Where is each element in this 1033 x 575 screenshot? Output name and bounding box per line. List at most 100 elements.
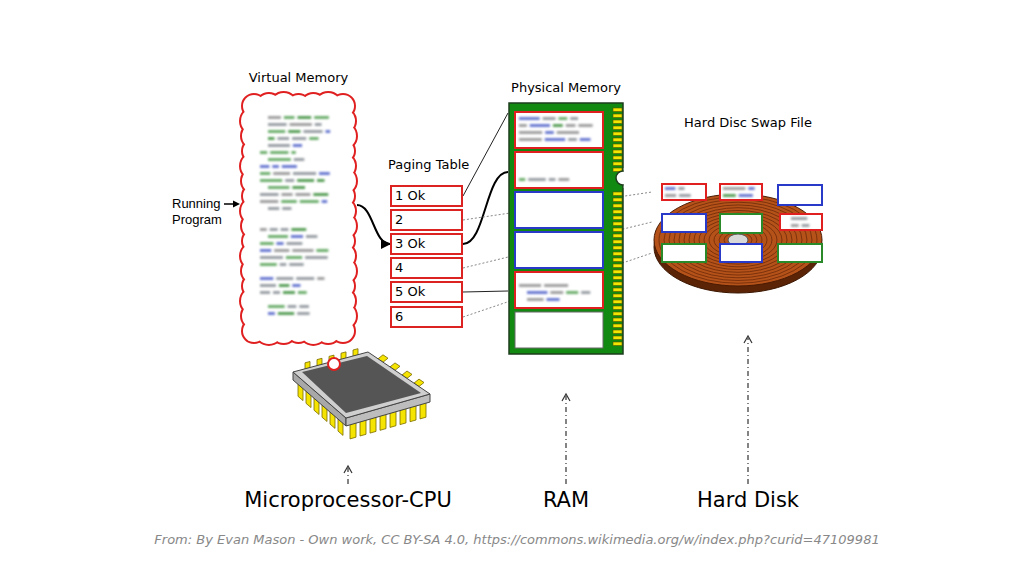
code-stroke (578, 124, 592, 127)
ram-module-shape (508, 102, 624, 355)
ram-contact (613, 336, 622, 340)
ram-contact (613, 150, 622, 154)
code-stroke (303, 130, 322, 133)
code-stroke (678, 187, 684, 190)
code-stroke (290, 123, 312, 126)
code-stroke (268, 186, 289, 189)
code-stroke (260, 242, 273, 245)
code-stroke (545, 138, 565, 141)
swap-page (720, 244, 762, 262)
ram-contact (613, 198, 622, 202)
swap-page (662, 184, 706, 200)
code-stroke (260, 200, 278, 203)
code-stroke (291, 235, 303, 238)
ram-contact (613, 288, 622, 292)
code-stroke (281, 228, 289, 231)
ram-contact (613, 162, 622, 166)
code-stroke (791, 224, 799, 227)
code-stroke (802, 224, 810, 227)
page-table-entry: 2 (390, 209, 463, 231)
code-stroke (581, 291, 590, 294)
ram-contact (613, 276, 622, 280)
code-stroke (298, 291, 307, 294)
code-stroke (296, 277, 314, 280)
code-stroke (260, 172, 270, 175)
chip-top (293, 352, 430, 418)
code-stroke (519, 117, 540, 120)
code-stroke (558, 178, 569, 181)
virtual-memory-cloud-shape (240, 92, 357, 345)
code-stroke (268, 116, 281, 119)
code-stroke (519, 138, 542, 141)
code-stroke (283, 291, 295, 294)
ram-contact (613, 318, 622, 322)
ram-contact (613, 114, 622, 118)
blurred-code (723, 187, 755, 197)
code-stroke (282, 165, 297, 168)
ram-contact (613, 282, 622, 286)
code-stroke (268, 305, 285, 308)
code-stroke (293, 144, 302, 147)
ram-contact (613, 300, 622, 304)
node-heading: Virtual Memory (249, 70, 348, 86)
code-stroke (530, 124, 550, 127)
code-stroke (285, 179, 294, 182)
code-stroke (547, 298, 560, 301)
memory-frame (515, 312, 603, 348)
program-label: Running Program (172, 196, 234, 228)
code-stroke (519, 178, 525, 181)
code-stroke (306, 235, 317, 238)
code-stroke (739, 194, 753, 197)
entry-label: 5 Ok (392, 283, 428, 301)
virtual-memory-cloud: Virtual Memory (240, 92, 357, 345)
code-stroke (566, 124, 576, 127)
leader-line (347, 468, 348, 484)
swap-page (780, 214, 822, 230)
code-stroke (519, 124, 527, 127)
disk-platter (654, 194, 822, 286)
code-stroke (270, 151, 288, 154)
code-stroke (723, 187, 745, 190)
table-heading: Paging Table (388, 157, 469, 173)
code-stroke (260, 277, 273, 280)
code-stroke (260, 228, 267, 231)
code-stroke (288, 305, 297, 308)
code-stroke (294, 158, 305, 161)
swap-page (778, 185, 822, 205)
blurred-code (519, 117, 593, 141)
swap-page (662, 214, 706, 232)
code-stroke (260, 165, 269, 168)
code-stroke (570, 117, 578, 120)
ram-contact (613, 108, 622, 112)
memory-frame (515, 272, 603, 308)
code-stroke (519, 284, 541, 287)
leader-line (565, 396, 566, 484)
blurred-code (791, 217, 809, 227)
ram-contact (613, 144, 622, 148)
ram-board (509, 103, 623, 354)
code-stroke (315, 123, 322, 126)
code-stroke (313, 193, 328, 196)
code-stroke (281, 193, 292, 196)
cloud-fill (241, 93, 356, 344)
code-stroke (665, 194, 676, 197)
entry-label: 6 (392, 308, 406, 326)
code-stroke (260, 256, 283, 259)
connector (463, 172, 508, 244)
ram-module: Physical Memory (508, 102, 624, 355)
code-stroke (322, 200, 327, 203)
code-stroke (268, 130, 285, 133)
ram-notch-mask (624, 168, 633, 188)
connector (463, 113, 508, 196)
code-stroke (316, 249, 328, 252)
code-stroke (527, 291, 547, 294)
code-stroke (276, 277, 293, 280)
swap-page (720, 184, 762, 200)
code-stroke (260, 291, 270, 294)
ram-contact (613, 222, 622, 226)
code-stroke (305, 256, 328, 259)
ram-contact (613, 264, 622, 268)
code-stroke (296, 193, 311, 196)
ram-contact (613, 210, 622, 214)
program-pointer (224, 201, 240, 208)
